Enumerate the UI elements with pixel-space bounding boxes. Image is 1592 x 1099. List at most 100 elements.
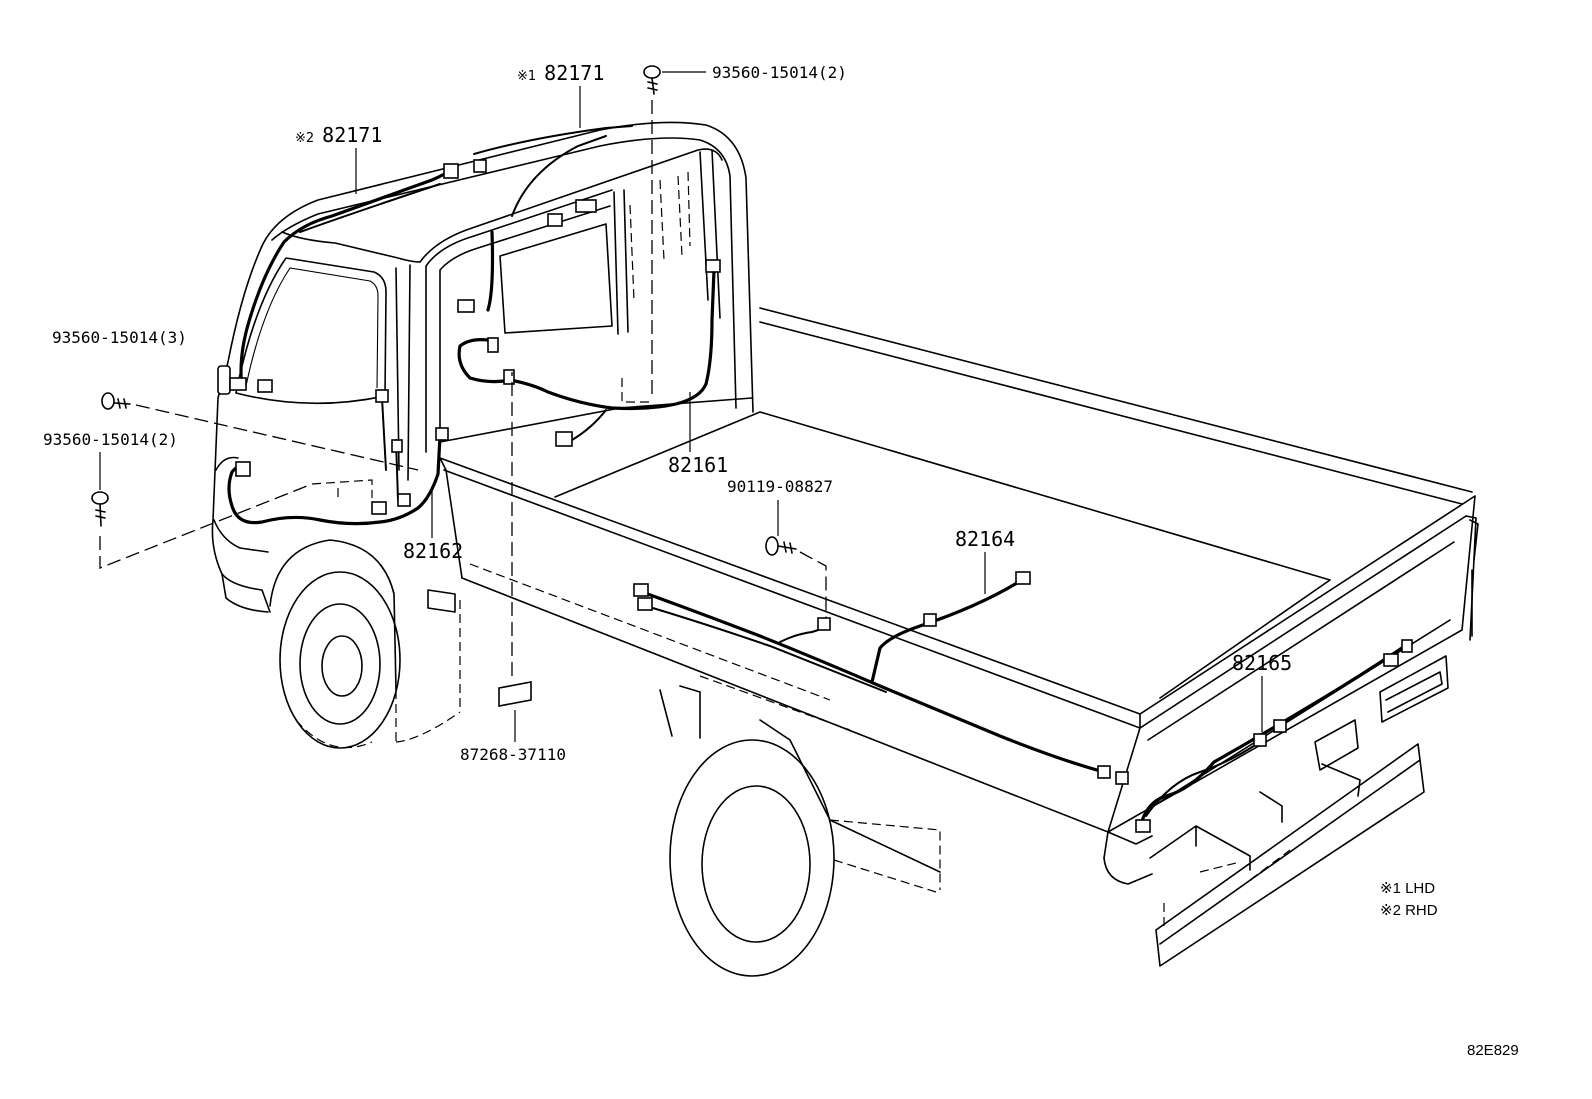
bolt-bed[interactable] xyxy=(765,500,827,618)
roof-connector[interactable] xyxy=(443,163,459,179)
caution-label-87268[interactable] xyxy=(498,372,532,742)
far-side-gate-top xyxy=(759,307,1473,505)
rear-gate-side-post xyxy=(1469,519,1479,637)
callout-82171-rhd: ※2 82171 xyxy=(295,123,382,194)
rear-harness-connector[interactable] xyxy=(1253,733,1267,747)
near-side-gate-front xyxy=(439,457,463,579)
label-plate-icon[interactable] xyxy=(498,681,532,707)
lhd-mark: ※1 xyxy=(517,69,536,84)
harness-82162[interactable] xyxy=(227,389,449,526)
rhd-part-no: 82171 xyxy=(322,123,382,147)
rear-corner xyxy=(1103,713,1141,859)
near-side-gate-bottom xyxy=(461,577,1109,833)
roof-harness-front[interactable] xyxy=(239,166,456,390)
floor-harness-connector[interactable] xyxy=(235,461,251,477)
front-wheel-arch xyxy=(269,539,397,691)
cab-floor-hidden xyxy=(311,479,373,500)
screw-cab-lower-dashed-path xyxy=(99,483,313,569)
cab-harness-connector[interactable] xyxy=(457,299,475,313)
screw-cab-upper-dashed-path xyxy=(135,404,419,471)
rear-lower-rail xyxy=(1103,831,1153,885)
callout-82171-rhd-text: ※2 82171 xyxy=(295,123,382,147)
screw-shank xyxy=(647,77,658,95)
front-wheel-assembly xyxy=(269,539,461,749)
floor-harness-connector[interactable] xyxy=(435,427,449,441)
screw-head-icon[interactable] xyxy=(643,65,661,79)
front-tire-hidden xyxy=(295,719,373,749)
rear-bumper-hidden xyxy=(1163,849,1291,926)
label-87268-part-no: 87268-37110 xyxy=(460,745,566,764)
cab-roof-outline xyxy=(261,121,754,413)
floor-harness-connector[interactable] xyxy=(397,493,411,507)
screw-shank xyxy=(95,503,106,527)
cab-hidden-lines xyxy=(621,171,691,403)
bed-harness-connector[interactable] xyxy=(817,617,831,631)
rear-harness-connector[interactable] xyxy=(1273,719,1287,733)
bed-harness-branch[interactable] xyxy=(870,578,1024,684)
near-side-hidden-rail xyxy=(469,563,851,731)
rear-harness-connector[interactable] xyxy=(1383,653,1399,667)
roof-connector[interactable] xyxy=(473,159,487,173)
front-mudguard xyxy=(395,600,461,743)
harness-82164[interactable] xyxy=(633,571,1129,785)
screw-cab-lower[interactable] xyxy=(91,452,313,569)
front-step xyxy=(427,589,456,613)
bed-harness-main[interactable] xyxy=(640,590,1106,774)
cab-front-lower xyxy=(213,456,269,553)
bolt-bed-part-no: 90119-08827 xyxy=(727,477,833,496)
chassis-and-rear-wheel xyxy=(659,685,1425,977)
cab-harness-connector[interactable] xyxy=(503,369,515,385)
cab-harness[interactable] xyxy=(457,230,716,411)
screw-roof-part-no: 93560-15014(2) xyxy=(712,63,847,82)
bolt-shank xyxy=(777,541,797,554)
harness-82165-part-no: 82165 xyxy=(1232,651,1292,675)
cab-front-pillar xyxy=(211,245,269,613)
screw-head-icon[interactable] xyxy=(101,392,115,410)
legend: ※1 LHD ※2 RHD xyxy=(1380,880,1438,919)
cab-rear-pillars xyxy=(613,149,721,335)
screw-roof[interactable] xyxy=(643,65,706,400)
roof-connector[interactable] xyxy=(257,379,273,393)
cab-harness-connector[interactable] xyxy=(487,337,499,353)
rear-rim xyxy=(701,785,811,943)
cab-harness-branch[interactable] xyxy=(571,409,607,441)
bed-harness-parallel[interactable] xyxy=(645,605,887,693)
bed-harness-connector[interactable] xyxy=(633,583,649,597)
floor-harness-connector[interactable] xyxy=(391,439,403,453)
dual-rear-tire xyxy=(829,819,941,893)
roof-connector[interactable] xyxy=(547,213,563,227)
figure-code: 82E829 xyxy=(1467,1042,1519,1059)
roof-harness-rail[interactable] xyxy=(299,125,633,233)
rear-gate-panel xyxy=(1147,515,1477,809)
near-side-gate-top xyxy=(439,457,1141,729)
screw-cab-upper[interactable] xyxy=(101,392,419,471)
harness-82161[interactable] xyxy=(457,230,721,447)
a-pillar xyxy=(395,264,411,481)
floor-harness-connector[interactable] xyxy=(371,501,387,515)
rear-harness-connector[interactable] xyxy=(1135,819,1151,833)
roof-connector[interactable] xyxy=(575,199,597,213)
callout-82171-lhd: ※1 82171 xyxy=(517,61,604,128)
cab-harness-connector[interactable] xyxy=(555,431,573,447)
roof-connector[interactable] xyxy=(229,377,247,391)
bed-harness-connector[interactable] xyxy=(1115,771,1129,785)
floor-harness-connector[interactable] xyxy=(375,389,389,403)
floor-harness[interactable] xyxy=(227,434,442,526)
bed-harness-connector[interactable] xyxy=(1097,765,1111,779)
harness-82164-part-no: 82164 xyxy=(955,527,1015,551)
roof-harness-drop[interactable] xyxy=(511,135,607,217)
bed-harness-connector[interactable] xyxy=(637,597,653,611)
rear-harness-parallel[interactable] xyxy=(1145,741,1261,817)
front-hub xyxy=(321,635,363,697)
bed-harness-connector[interactable] xyxy=(1015,571,1031,585)
harness-82171[interactable] xyxy=(229,125,633,393)
bolt-bed-dashed-path xyxy=(799,551,827,618)
cab-drip-rail xyxy=(281,231,421,263)
screw-head-icon[interactable] xyxy=(91,491,109,505)
harness-82165[interactable] xyxy=(1135,639,1413,833)
bolt-head-icon[interactable] xyxy=(765,536,779,556)
cab-harness-connector[interactable] xyxy=(705,259,721,273)
rear-harness-connector[interactable] xyxy=(1401,639,1413,653)
bed-harness-connector[interactable] xyxy=(923,613,937,627)
harness-82162-part-no: 82162 xyxy=(403,539,463,563)
